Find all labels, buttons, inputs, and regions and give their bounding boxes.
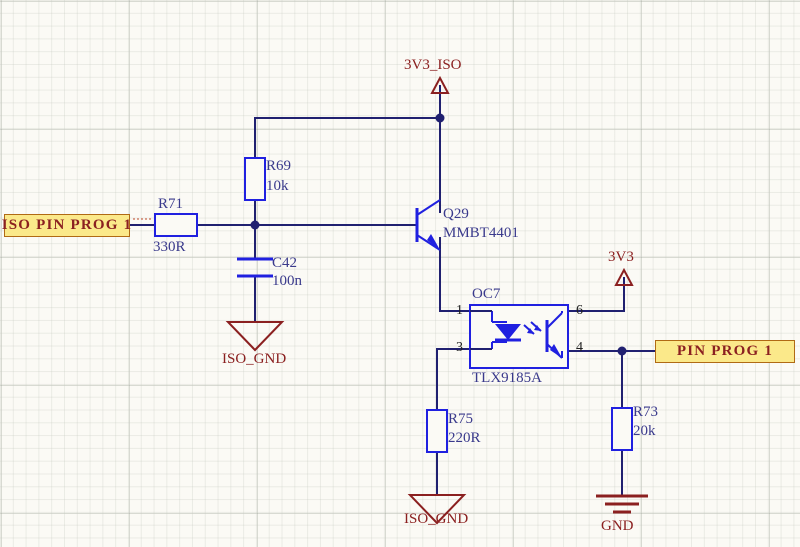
ground-label-gnd: GND: [601, 518, 634, 534]
value-r75: 220R: [448, 430, 481, 446]
resistor-r75-body: [426, 409, 448, 453]
designator-oc7: OC7: [472, 286, 501, 302]
optocoupler-pin-leads: [470, 310, 492, 350]
value-c42: 100n: [272, 273, 302, 289]
capacitor-c42-body: [237, 257, 273, 278]
ground-label-iso-gnd-c42: ISO_GND: [222, 351, 287, 367]
ground-symbol-iso-gnd-r75: [407, 494, 467, 525]
designator-r73: R73: [633, 404, 659, 420]
resistor-r69-body: [244, 157, 266, 201]
net-label-pin-prog-1[interactable]: PIN PROG 1: [655, 340, 795, 363]
power-symbol-3v3-iso: [430, 75, 450, 94]
junction-output-node: [617, 346, 627, 356]
value-q29: MMBT4401: [443, 225, 519, 241]
value-oc7: TLX9185A: [472, 370, 542, 386]
net-label-iso-pin-prog-1[interactable]: ISO PIN PROG 1: [2, 214, 131, 237]
ground-symbol-gnd: [596, 494, 648, 514]
optocoupler-oc7-body: [469, 304, 569, 369]
pin-number-oc7-6: 6: [576, 303, 583, 318]
ground-symbol-iso-gnd-c42: [225, 321, 285, 352]
designator-q29: Q29: [443, 206, 469, 222]
value-r71: 330R: [153, 239, 186, 255]
designator-r71: R71: [158, 196, 184, 212]
designator-r69: R69: [266, 158, 292, 174]
value-r73: 20k: [633, 423, 656, 439]
resistor-r73-body: [611, 407, 633, 451]
junction-3v3iso-node: [435, 113, 445, 123]
power-label-3v3-iso: 3V3_ISO: [404, 57, 462, 73]
designator-r75: R75: [448, 411, 474, 427]
resistor-r71-body: [154, 213, 198, 237]
ground-label-iso-gnd-r75: ISO_GND: [404, 511, 469, 527]
pin-number-oc7-3: 3: [456, 340, 463, 355]
pin-number-oc7-4: 4: [576, 340, 583, 355]
junction-dots: [250, 113, 627, 356]
value-r69: 10k: [266, 178, 289, 194]
designator-c42: C42: [272, 255, 298, 271]
power-label-3v3: 3V3: [608, 249, 634, 265]
junction-base-node: [250, 220, 260, 230]
wire-group: [129, 85, 656, 496]
transistor-q29-body: [415, 199, 441, 251]
power-symbol-3v3: [614, 267, 634, 286]
pin-number-oc7-1: 1: [456, 303, 463, 318]
